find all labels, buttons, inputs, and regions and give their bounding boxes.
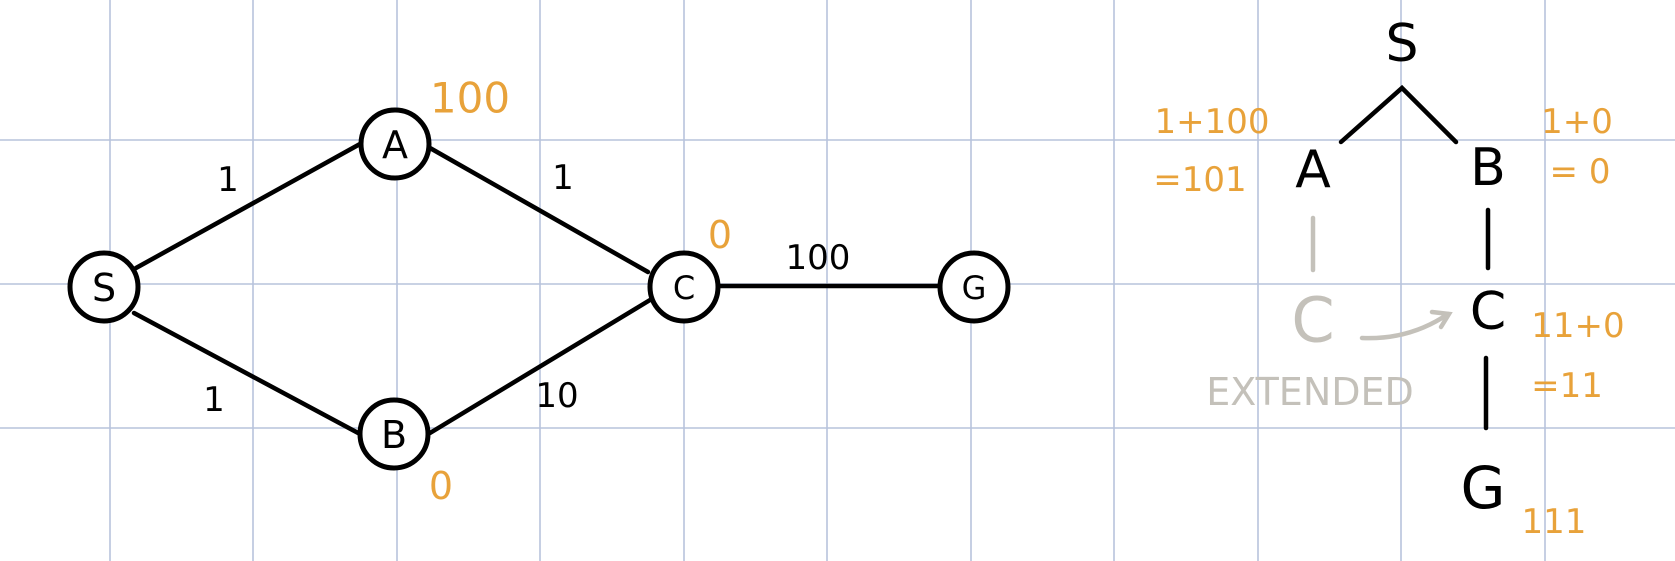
edge-weights: 1 1 1 10 100: [203, 158, 850, 420]
node-g: G: [937, 250, 1011, 324]
heuristic-b: 0: [429, 464, 453, 508]
edge-a-c: [427, 145, 651, 275]
weight-s-a: 1: [217, 160, 239, 200]
node-c: C: [647, 250, 721, 324]
edge-b-c: [427, 297, 653, 436]
calc-b-line2: = 0: [1550, 152, 1611, 192]
weight-b-c: 10: [535, 376, 578, 416]
weight-c-g: 100: [786, 238, 851, 278]
heuristics: 100 0 0: [429, 74, 732, 509]
search-tree: S A B C EXTENDED C G 1+100 =101 1+0 = 0 …: [1153, 14, 1624, 542]
graph-edges: [131, 141, 943, 437]
node-c-label: C: [673, 269, 695, 307]
calc-b-line1: 1+0: [1541, 102, 1613, 142]
edge-s-b: [131, 310, 363, 437]
node-b-label: B: [381, 413, 407, 457]
tree-root-s: S: [1385, 14, 1418, 74]
node-a: A: [358, 107, 432, 181]
node-s-label: S: [92, 266, 116, 310]
tree-node-c-left: C: [1291, 284, 1334, 357]
tree-node-g: G: [1461, 454, 1506, 522]
calc-c-line2: =11: [1531, 366, 1603, 406]
heuristic-c: 0: [708, 213, 732, 257]
tree-node-b: B: [1470, 138, 1506, 198]
weight-a-c: 1: [552, 158, 574, 198]
node-a-label: A: [382, 123, 408, 167]
node-g-label: G: [962, 269, 987, 307]
calc-c-line1: 11+0: [1531, 306, 1624, 346]
tree-arrow-shaft: [1359, 311, 1451, 341]
tree-node-c-right: C: [1470, 282, 1506, 342]
tree-node-a: A: [1295, 140, 1331, 200]
calc-a-line1: 1+100: [1154, 102, 1269, 142]
weight-s-b: 1: [203, 380, 225, 420]
edge-s-a: [133, 141, 363, 271]
tree-arrow-head-icon: [1429, 309, 1453, 330]
node-b: B: [357, 397, 431, 471]
node-s: S: [67, 250, 141, 324]
calc-a-line2: =101: [1153, 160, 1246, 200]
calc-g-value: 111: [1522, 502, 1587, 542]
heuristic-a: 100: [430, 74, 510, 123]
extended-note: EXTENDED: [1206, 370, 1414, 414]
tree-branch-root: [1338, 84, 1459, 145]
